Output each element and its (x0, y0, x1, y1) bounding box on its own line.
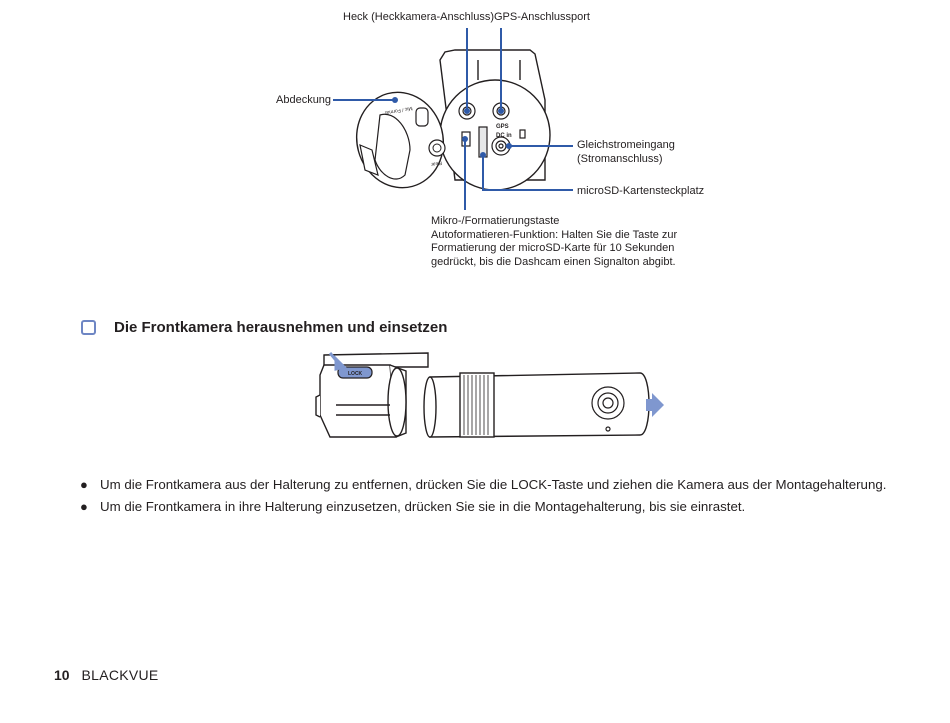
mount-plate-shape (323, 352, 429, 368)
bullet-text: Um die Frontkamera in ihre Halterung ein… (100, 499, 746, 514)
page-footer: 10 BLACKVUE (54, 667, 159, 683)
microsd-label: microSD-Kartensteckplatz (577, 185, 705, 197)
bullet-icon: ● (80, 499, 88, 514)
cover-label: Abdeckung (276, 94, 332, 106)
camera-grip-shape (459, 372, 495, 438)
rear-port-label: Heck (Heckkamera-Anschluss) (343, 11, 494, 23)
format-label-line1: Mikro-/Formatierungstaste (431, 215, 560, 227)
format-label-line3: Formatierung der microSD-Karte für 10 Se… (431, 242, 675, 254)
lock-button-text: LOCK (348, 371, 363, 377)
gps-port-label: GPS-Anschlussport (494, 11, 590, 23)
format-label-line2: Autoformatieren-Funktion: Halten Sie die… (431, 228, 678, 241)
dc-input-label-line2: (Stromanschluss) (577, 152, 663, 165)
cover-disk (355, 91, 446, 189)
lock-button-shape (337, 366, 373, 379)
pull-out-arrow-icon (646, 393, 664, 417)
front-camera-diagram: LOCK (315, 352, 664, 438)
section-checkbox-icon (81, 319, 96, 335)
format-label-line4: gedrückt, bis die Dashcam einen Signalto… (431, 255, 676, 268)
dc-in-device-text: DC in (496, 133, 512, 139)
section-title: Die Frontkamera herausnehmen und einsetz… (114, 319, 448, 336)
dc-input-label-line1: Gleichstromeingang (577, 139, 675, 151)
rear-ports-diagram: Mic / Format Rear GPS DC in (333, 28, 573, 210)
press-arrow-icon (328, 352, 347, 371)
list-item: ● Um die Frontkamera in ihre Halterung e… (80, 496, 886, 518)
bullet-text: Um die Frontkamera aus der Halterung zu … (100, 477, 887, 492)
bullet-icon: ● (80, 477, 88, 492)
instruction-list: ● Um die Frontkamera aus der Halterung z… (80, 474, 886, 518)
microsd-leader-line (482, 155, 573, 191)
list-item: ● Um die Frontkamera aus der Halterung z… (80, 474, 886, 496)
brand-name: BLACKVUE (81, 667, 159, 683)
mount-side-shape (477, 60, 521, 80)
format-button-label: Mikro-/Formatierungstaste Autoformatiere… (431, 215, 677, 269)
page-number: 10 (54, 667, 70, 683)
cover-rear-text: Rear (430, 159, 442, 167)
cover-mic-format-text: Mic / Format (384, 105, 413, 116)
gps-device-text: GPS (496, 124, 509, 130)
dc-input-label: Gleichstromeingang (Stromanschluss) (577, 139, 675, 166)
section-header: Die Frontkamera herausnehmen und einsetz… (81, 318, 447, 336)
camera-body-circle (439, 79, 551, 191)
